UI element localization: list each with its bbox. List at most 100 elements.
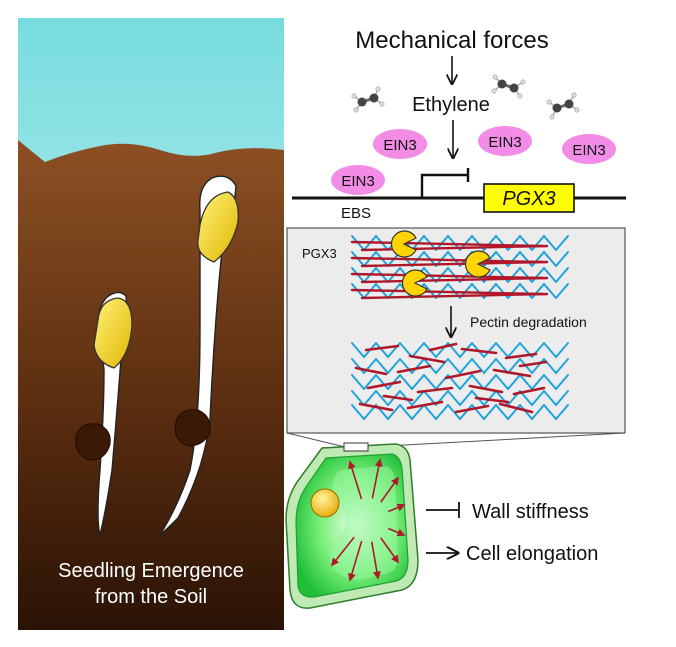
cellulose-fibril <box>495 374 509 390</box>
cellulose-fibril <box>531 251 545 267</box>
pgx3-enzyme-label: PGX3 <box>302 246 337 261</box>
cellulose-fibril <box>555 251 569 267</box>
cellulose-fibril <box>555 342 569 358</box>
ebs-label: EBS <box>341 205 371 222</box>
cellulose-fibril <box>531 390 545 406</box>
pgx3-enzyme <box>464 250 491 278</box>
cellulose-fibril <box>555 235 569 251</box>
pectin-strand <box>350 240 544 248</box>
promoter-symbol <box>420 168 470 198</box>
cellulose-fibril <box>543 235 557 251</box>
cellulose-fibril <box>387 404 401 420</box>
cellulose-fibril <box>519 404 533 420</box>
cellulose-fibril <box>375 358 389 374</box>
cellulose-fibril <box>555 390 569 406</box>
cellulose-fibril <box>435 404 449 420</box>
soil-panel <box>18 18 284 630</box>
turgor-arrow <box>380 537 399 564</box>
pectin-fragment <box>396 364 432 374</box>
cellulose-fibril <box>507 374 521 390</box>
cellulose-fibril <box>495 404 509 420</box>
cellulose-fibril <box>459 358 473 374</box>
seed-coat-small <box>75 423 111 461</box>
degraded-cell-wall-network <box>351 342 569 420</box>
pectin-fragment <box>358 402 394 412</box>
pectin-strand <box>360 260 549 268</box>
turgor-arrow <box>348 540 363 582</box>
plant-cell <box>285 442 419 609</box>
cellulose-fibril <box>459 374 473 390</box>
cell-elongation-label: Cell elongation <box>466 543 598 565</box>
seed-coat-tall <box>174 409 211 447</box>
cellulose-fibril <box>351 404 365 420</box>
turgor-arrow <box>370 541 381 580</box>
cellulose-fibril <box>483 358 497 374</box>
cellulose-fibril <box>531 404 545 420</box>
ein3-protein: EIN3 <box>562 134 616 164</box>
caption-line-2: from the Soil <box>95 586 207 608</box>
pectin-fragment <box>512 386 546 396</box>
cellulose-fibril <box>387 358 401 374</box>
pectin-strand <box>350 288 544 296</box>
cellulose-fibril <box>483 404 497 420</box>
turgor-arrow <box>331 536 355 567</box>
cell-wall-zoom-box <box>286 227 626 434</box>
turgor-arrow <box>387 503 406 513</box>
pectin-fragment <box>354 366 388 376</box>
cellulose-fibril <box>423 404 437 420</box>
ethylene-molecule-icon <box>546 92 580 120</box>
cellulose-fibril <box>363 390 377 406</box>
pectin-fragment <box>454 404 490 414</box>
soil-body <box>18 140 284 630</box>
nucleus <box>310 488 340 518</box>
pectin-fragment <box>416 386 454 394</box>
pectin-fragment <box>406 400 444 410</box>
turgor-pressure-arrows <box>331 458 406 582</box>
cellulose-fibril <box>543 404 557 420</box>
cellulose-fibril <box>447 358 461 374</box>
pectin-strand <box>350 256 544 264</box>
ethylene-label: Ethylene <box>412 94 490 116</box>
pgx3-enzyme <box>401 269 428 297</box>
ethylene-molecule-icon <box>351 86 385 113</box>
pectin-strand <box>350 272 544 280</box>
mechanical-forces-label: Mechanical forces <box>355 27 548 54</box>
cellulose-fibril <box>495 342 509 358</box>
cellulose-fibril <box>555 267 569 283</box>
cellulose-fibril <box>411 390 425 406</box>
pectin-fragment <box>382 394 414 402</box>
cellulose-fibril <box>375 390 389 406</box>
pgx3-gene-label: PGX3 <box>502 188 555 210</box>
cellulose-fibril <box>519 374 533 390</box>
cellulose-fibril <box>555 283 569 299</box>
cellulose-fibril <box>459 404 473 420</box>
cellulose-fibril <box>483 342 497 358</box>
seedling-small <box>75 291 133 536</box>
cellulose-fibril <box>555 358 569 374</box>
pectin-fragment <box>474 396 510 404</box>
cellulose-fibril <box>483 390 497 406</box>
cellulose-fibril <box>543 342 557 358</box>
wall-patch-marker <box>343 442 369 452</box>
ein3-label: EIN3 <box>488 134 521 151</box>
cellulose-fibril <box>435 358 449 374</box>
ethylene-molecule-icon <box>491 74 526 99</box>
ein3-protein: EIN3 <box>331 165 385 195</box>
cellulose-fibril <box>507 358 521 374</box>
cellulose-fibril <box>459 390 473 406</box>
pectin-fragment <box>428 342 458 352</box>
cotyledon-small <box>93 297 133 369</box>
turgor-arrow <box>348 460 363 500</box>
pectin-strand <box>360 292 549 300</box>
cellulose-fibril <box>447 404 461 420</box>
cellulose-fibril <box>519 235 533 251</box>
turgor-arrow <box>371 458 383 499</box>
inhibition-symbol <box>426 502 460 518</box>
cellulose-fibril <box>399 374 413 390</box>
cellulose-fibril <box>399 404 413 420</box>
cellulose-fibril <box>531 283 545 299</box>
seedling-tall <box>159 175 239 536</box>
caption-line-1: Seedling Emergence <box>58 560 244 582</box>
zoom-line-right <box>367 432 626 448</box>
cellulose-fibril <box>519 283 533 299</box>
